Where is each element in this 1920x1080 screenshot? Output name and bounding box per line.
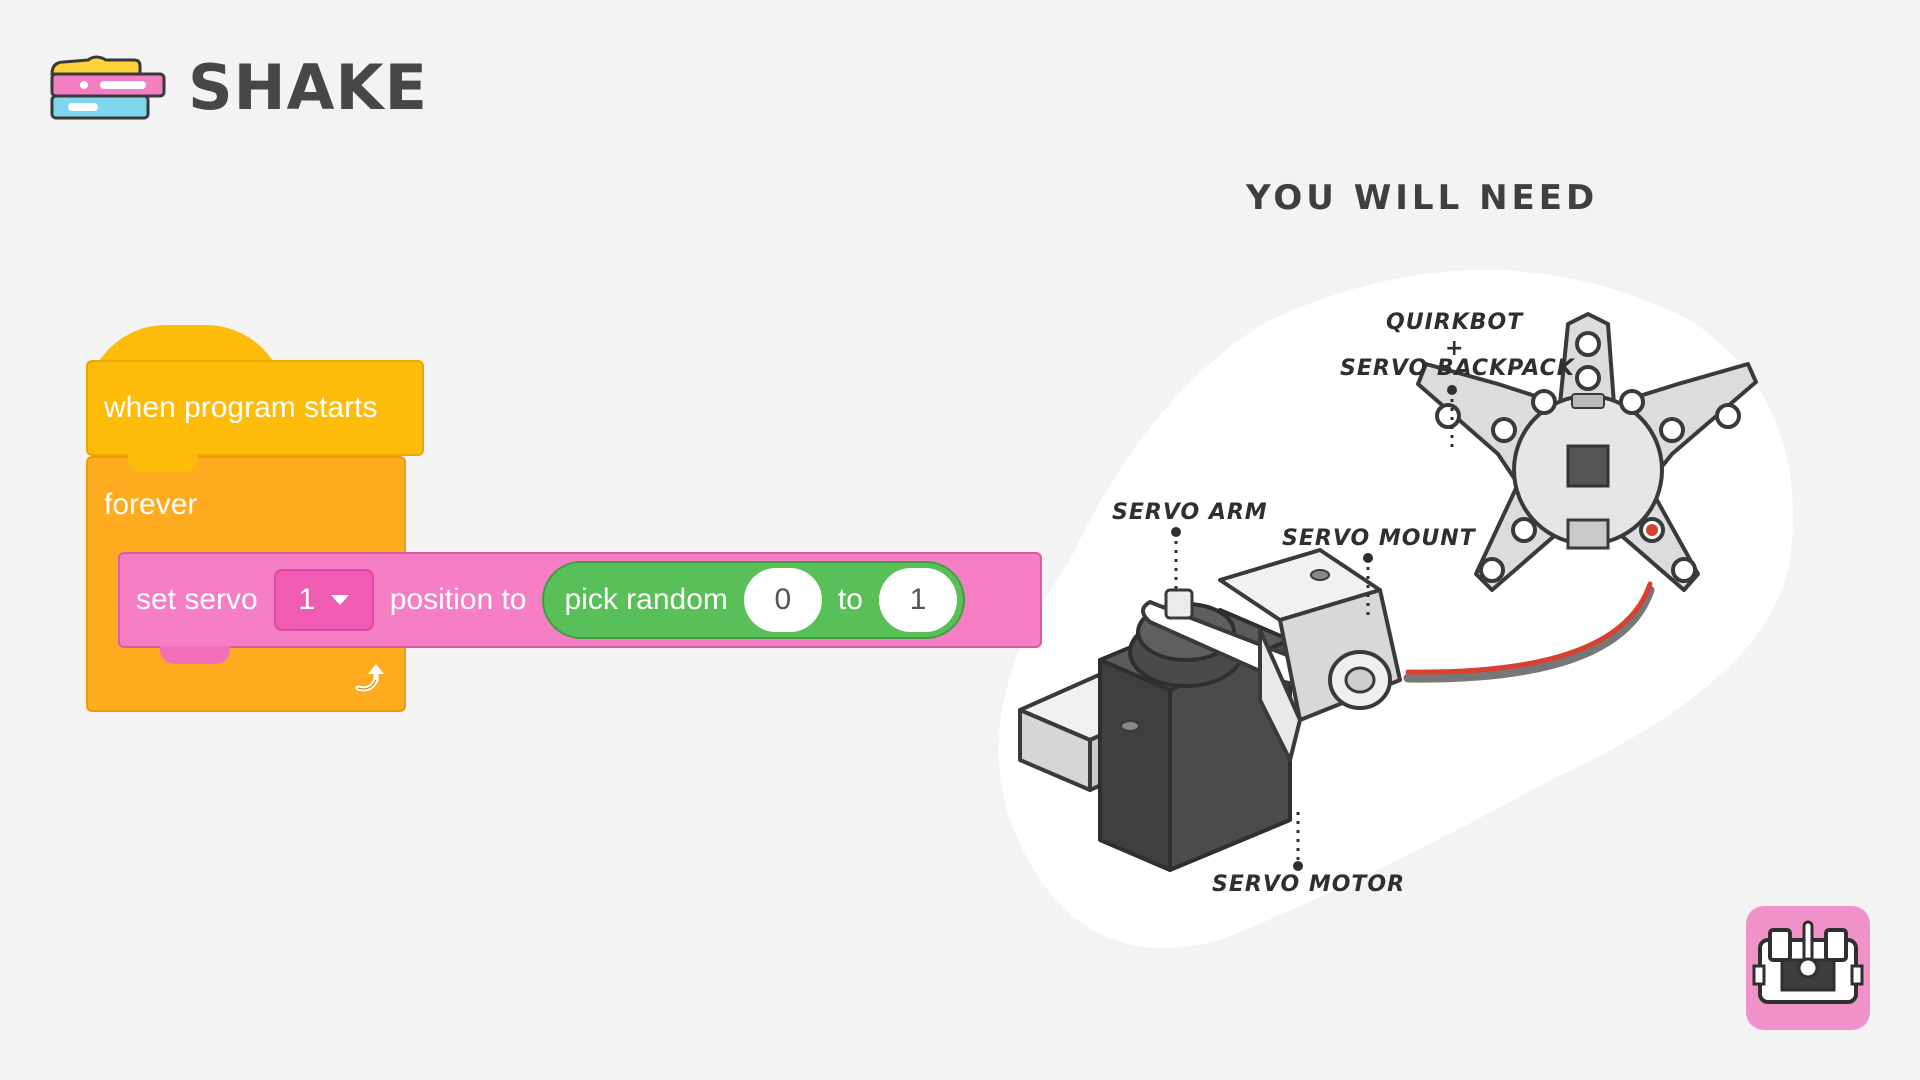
- hardware-drawing: [998, 270, 1793, 948]
- code-blocks-icon: [50, 55, 166, 120]
- random-max-value: 1: [909, 583, 927, 616]
- set-servo-position-block[interactable]: set servo 1 position to pick random 0 to…: [118, 552, 1042, 648]
- servo-arm-label: SERVO ARM: [1112, 500, 1268, 525]
- plus-label: +: [1445, 336, 1465, 361]
- random-min-value: 0: [774, 583, 792, 616]
- random-min-input[interactable]: 0: [743, 568, 822, 632]
- quirkbot-label: QUIRKBOT: [1386, 310, 1524, 335]
- page-header: SHAKE: [48, 52, 428, 124]
- hat-block-label: when program starts: [104, 391, 378, 424]
- forever-label: forever: [104, 488, 198, 521]
- set-servo-block-notch: [160, 646, 230, 664]
- random-to-label: to: [837, 583, 863, 616]
- page-title: SHAKE: [188, 51, 428, 124]
- hat-block-notch: [128, 454, 198, 472]
- servo-mount-badge[interactable]: [1746, 906, 1870, 1030]
- when-program-starts-block[interactable]: when program starts: [86, 360, 424, 456]
- servo-backpack-label: SERVO BACKPACK: [1340, 356, 1575, 381]
- chevron-down-icon: [331, 595, 350, 605]
- servo-number-value: 1: [298, 583, 316, 616]
- requirements-title: YOU WILL NEED: [1246, 178, 1599, 218]
- pick-random-label: pick random: [564, 583, 728, 616]
- servo-mount-icon: [1752, 920, 1864, 1004]
- pick-random-block[interactable]: pick random 0 to 1: [542, 561, 965, 639]
- loop-arrow-icon: [355, 664, 384, 692]
- position-to-label: position to: [389, 583, 527, 616]
- set-servo-label: set servo: [136, 583, 258, 616]
- servo-assembly: [1018, 548, 1402, 872]
- servo-number-dropdown[interactable]: 1: [273, 569, 374, 631]
- random-max-input[interactable]: 1: [878, 568, 957, 632]
- servo-mount-label: SERVO MOUNT: [1282, 526, 1476, 551]
- servo-motor-label: SERVO MOTOR: [1212, 872, 1406, 897]
- quirkbot-board: [1416, 312, 1758, 592]
- hardware-illustration: QUIRKBOT + SERVO BACKPACK SERVO ARM SERV…: [990, 260, 1810, 960]
